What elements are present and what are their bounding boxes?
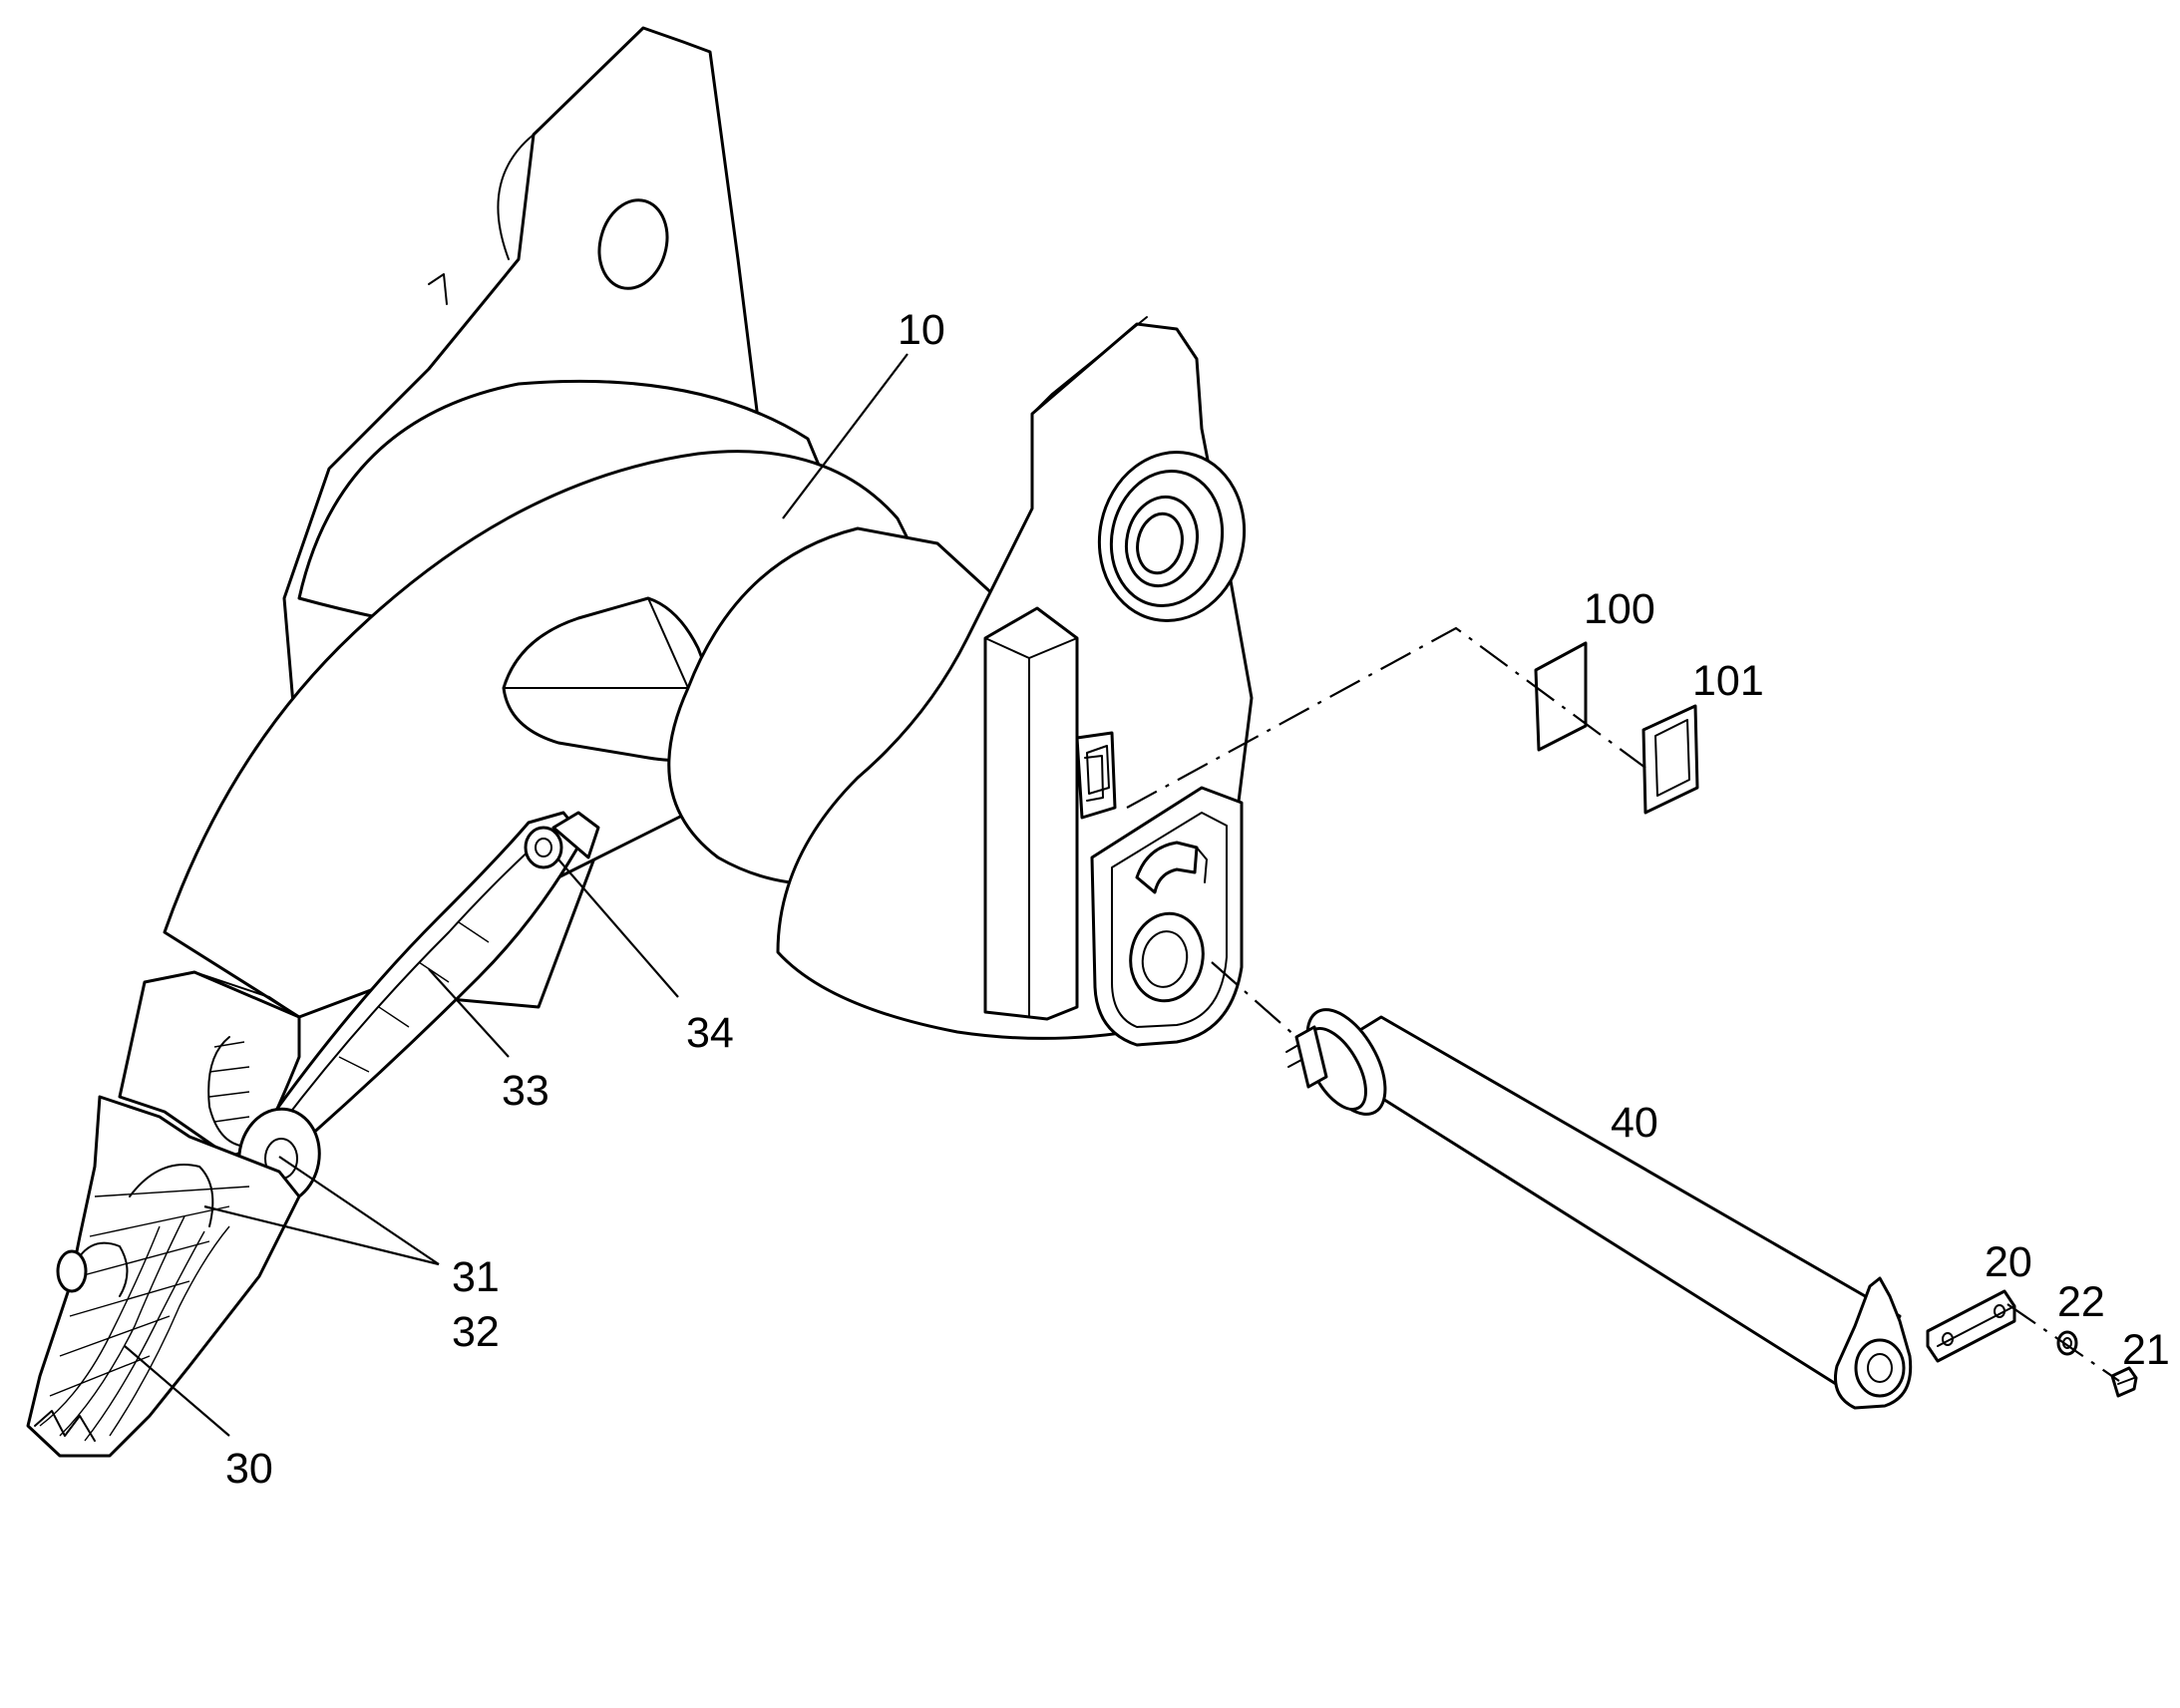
callout-30: 30 <box>225 1445 273 1493</box>
label-plate-100 <box>1534 641 1588 752</box>
callout-100: 100 <box>1584 585 1655 633</box>
callout-34: 34 <box>686 1009 734 1057</box>
callout-22: 22 <box>2057 1278 2105 1326</box>
callout-40: 40 <box>1611 1099 1658 1147</box>
tooth-adapter-assembly <box>26 811 600 1458</box>
callout-10: 10 <box>898 306 945 354</box>
callout-33: 33 <box>502 1067 549 1115</box>
pin-40 <box>1285 1008 1913 1410</box>
callout-20: 20 <box>1985 1238 2032 1286</box>
label-plates <box>1086 641 1699 815</box>
leader-lines <box>124 353 2120 1437</box>
callout-32: 32 <box>452 1308 500 1356</box>
callouts: 10 100 101 40 20 22 21 34 33 31 32 30 <box>225 306 2170 1493</box>
callout-21: 21 <box>2122 1326 2170 1374</box>
callout-31: 31 <box>452 1253 500 1301</box>
shank-body <box>163 26 1254 1047</box>
callout-101: 101 <box>1692 657 1764 705</box>
retainer-hardware <box>1926 1289 2138 1398</box>
